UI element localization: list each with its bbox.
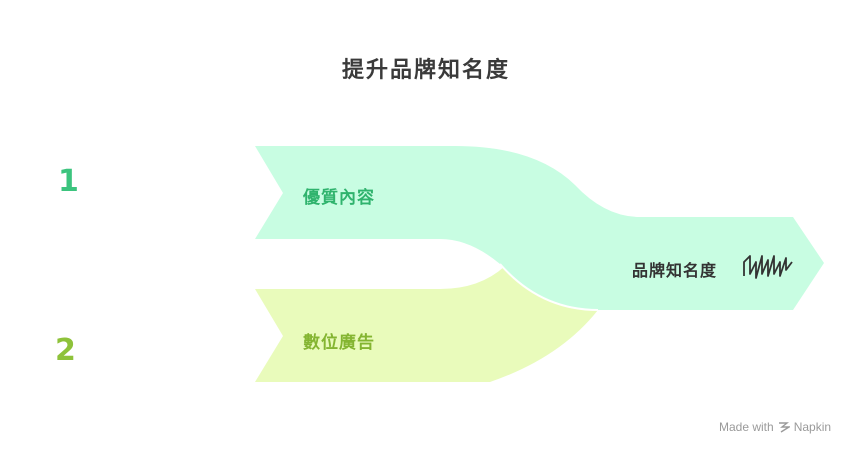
step-2-label: 數位廣告 (303, 333, 375, 353)
step-2-arrow (255, 266, 598, 382)
step-2-number: 2 (55, 333, 76, 368)
napkin-logo-icon (778, 422, 790, 433)
napkin-brand-text: Napkin (793, 420, 832, 434)
step-1-number: 1 (58, 164, 79, 199)
diagram-title: 提升品牌知名度 (341, 58, 510, 83)
step-1-label: 優質內容 (303, 188, 375, 208)
merge-seam (499, 263, 599, 311)
wave-pulse-icon (743, 255, 793, 279)
made-with-text: Made with (719, 420, 774, 434)
made-with-footer[interactable]: Made with Napkin (719, 420, 831, 434)
result-label: 品牌知名度 (632, 261, 718, 280)
step-1-result-arrow (255, 146, 824, 310)
